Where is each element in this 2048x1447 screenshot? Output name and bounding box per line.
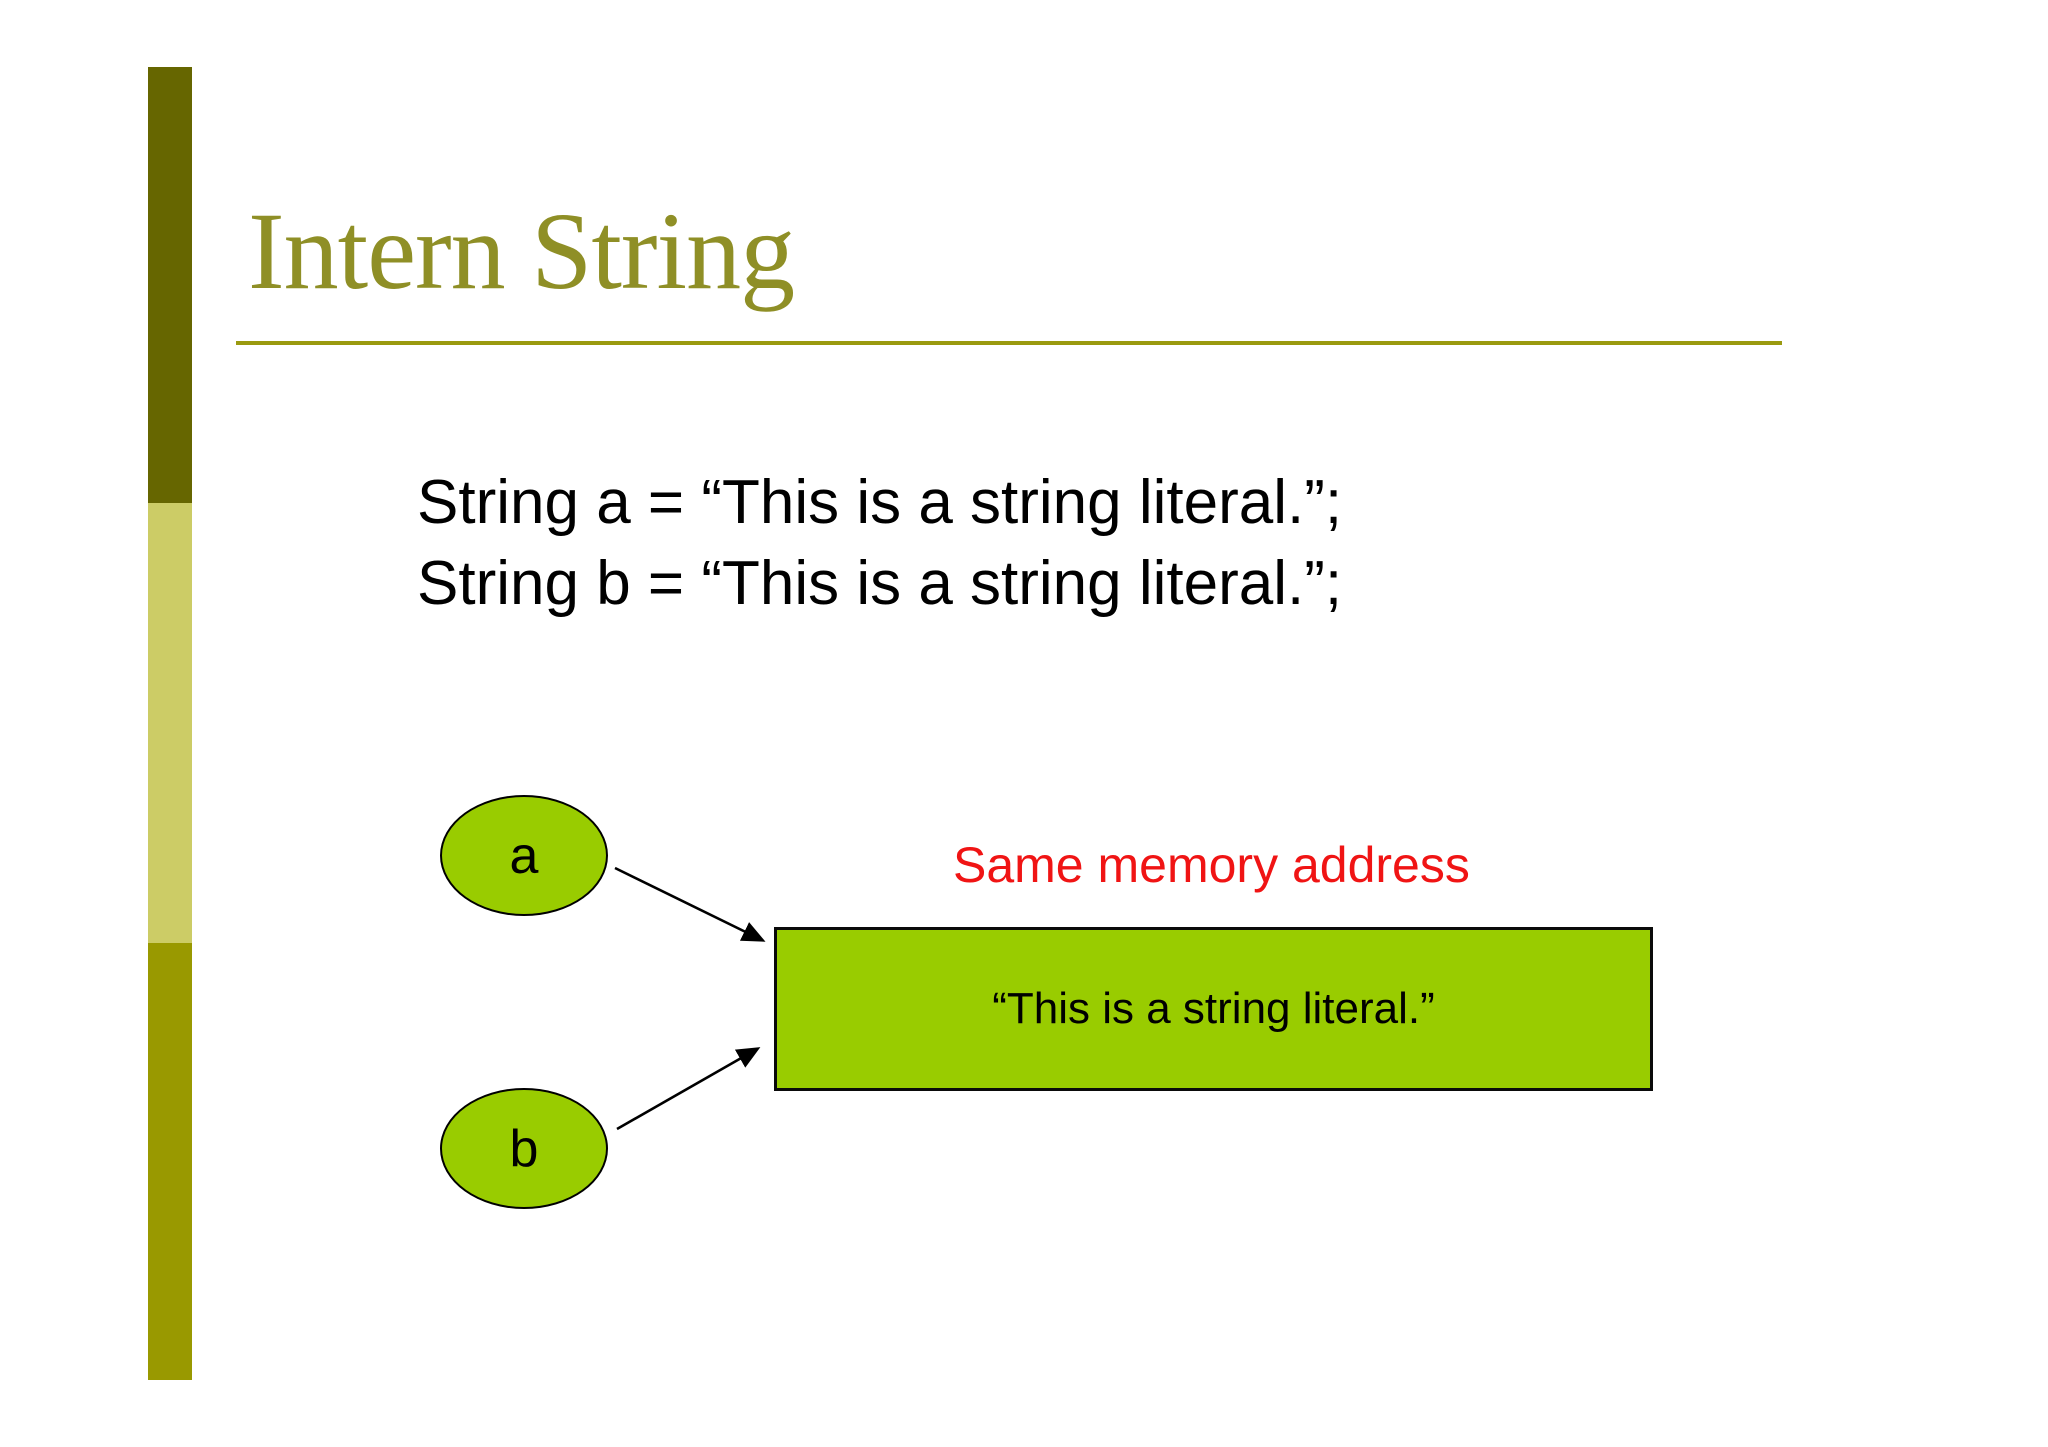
accent-bar <box>148 67 192 1380</box>
slide-title: Intern String <box>248 190 795 312</box>
same-memory-annotation: Same memory address <box>953 837 1470 893</box>
accent-bar-segment-dark <box>148 67 192 503</box>
arrow-a-to-box <box>614 866 766 942</box>
variable-node-b: b <box>440 1088 608 1209</box>
code-snippet: String a = “This is a string literal.”; … <box>417 462 1342 624</box>
title-underline <box>236 341 1782 345</box>
accent-bar-segment-mid <box>148 943 192 1380</box>
code-line-a: String a = “This is a string literal.”; <box>417 468 1343 537</box>
string-literal-box-label: “This is a string literal.” <box>992 984 1435 1033</box>
accent-bar-segment-light <box>148 503 192 943</box>
arrow-b-to-box <box>616 1047 761 1131</box>
string-literal-box: “This is a string literal.” <box>774 927 1653 1091</box>
variable-node-a-label: a <box>509 826 539 885</box>
code-line-b: String b = “This is a string literal.”; <box>417 549 1343 618</box>
variable-node-b-label: b <box>509 1119 539 1178</box>
variable-node-a: a <box>440 795 608 916</box>
